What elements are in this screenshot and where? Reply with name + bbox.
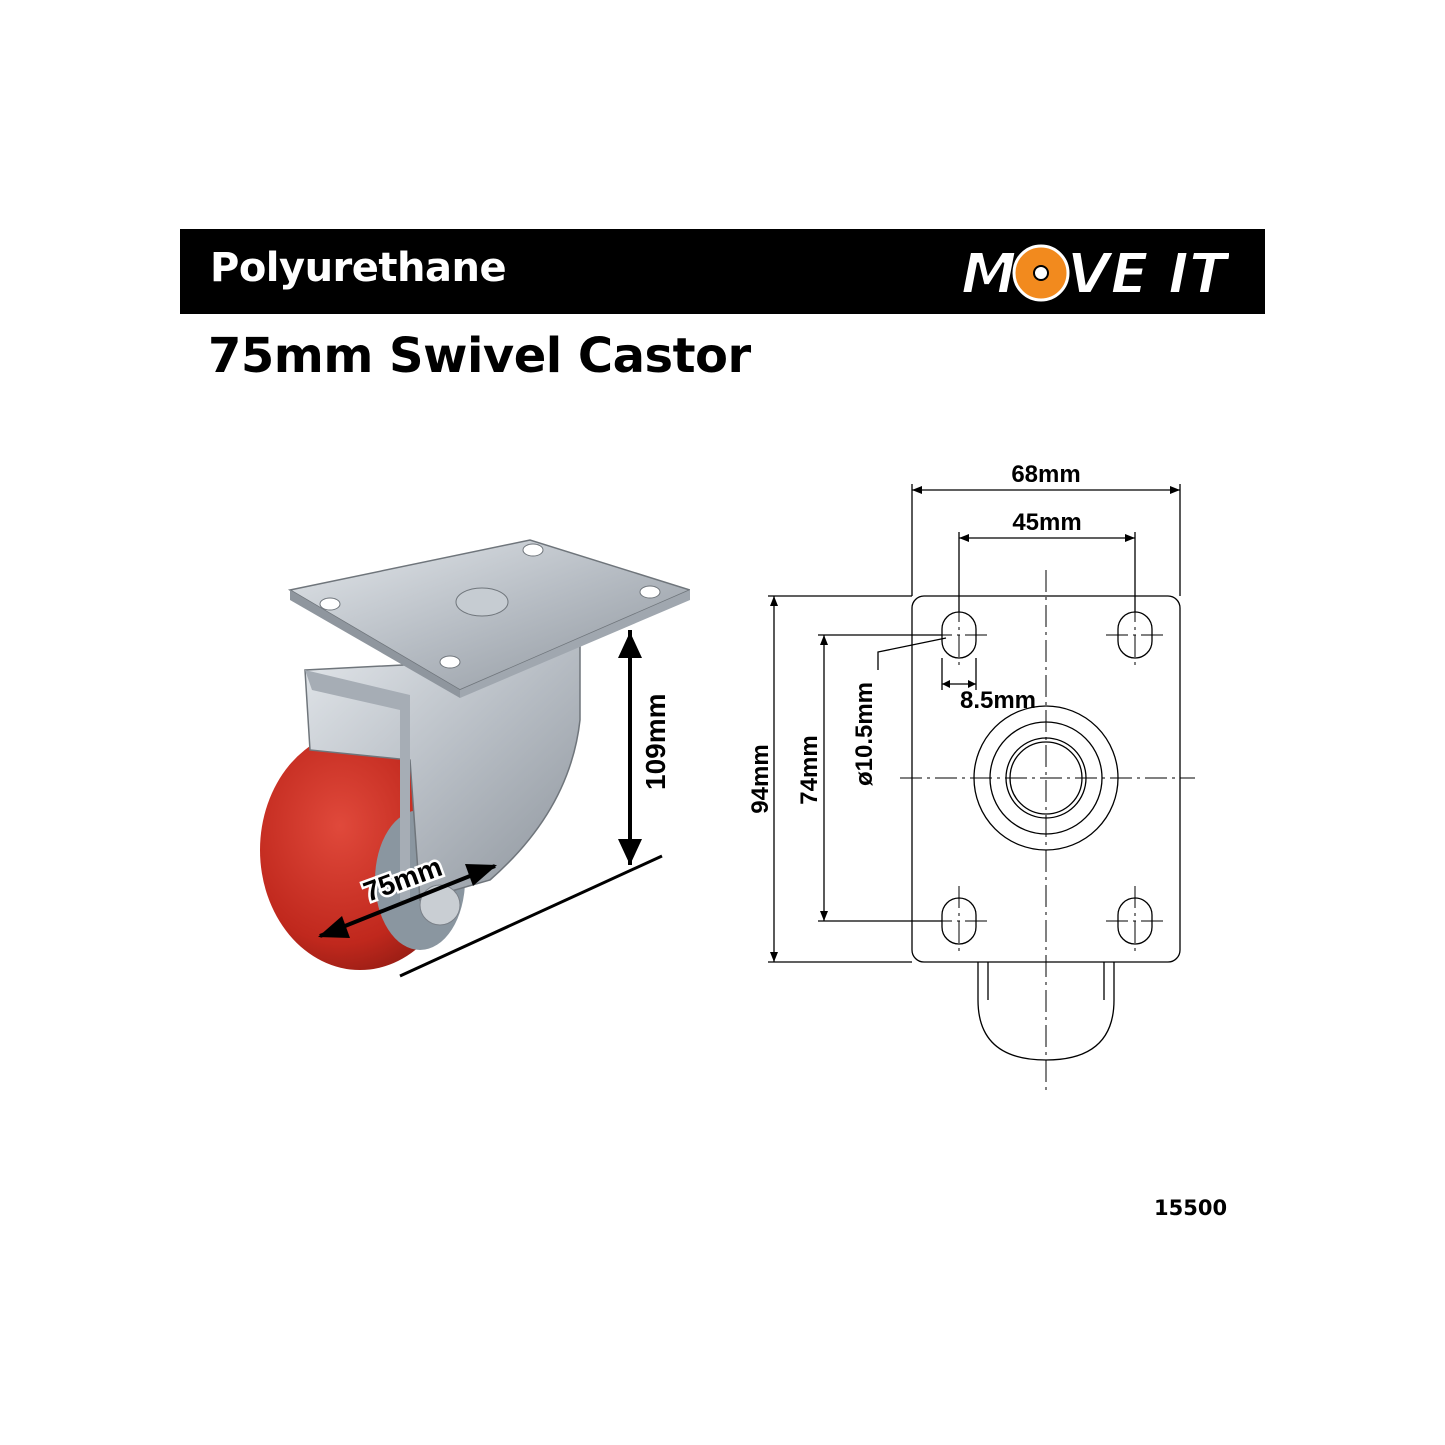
castor-fork (304, 639, 581, 901)
axle-bolt (419, 884, 461, 926)
slot-width-label: 8.5mm (960, 687, 1036, 714)
move-it-logo: M VE IT (960, 241, 1229, 305)
height-label: 109mm (640, 693, 671, 790)
technical-drawing: 68mm 45mm 8.5mm 94mm 74mm ø10.5mm (747, 461, 1195, 1090)
logo-text-right: VE IT (1067, 242, 1229, 305)
diameter-leader (877, 637, 947, 670)
product-code: 15500 (1154, 1196, 1228, 1220)
ground-line (399, 854, 663, 978)
logo-text-left: M (961, 242, 1017, 305)
hole-width-label: 45mm (1012, 509, 1081, 536)
page-subtitle: 75mm Swivel Castor (208, 328, 751, 384)
banner-title: Polyurethane (210, 245, 507, 291)
hole-height-label: 74mm (796, 735, 823, 804)
castor-illustration: 109mm 75mm 75mm (260, 539, 690, 978)
hole-diameter-label: ø10.5mm (851, 682, 878, 786)
overall-height-label: 94mm (747, 744, 774, 813)
overall-width-label: 68mm (1011, 461, 1080, 488)
kingpin (455, 587, 509, 617)
wheel-dimension-line (319, 864, 496, 938)
title-banner: Polyurethane M VE IT (180, 229, 1265, 314)
